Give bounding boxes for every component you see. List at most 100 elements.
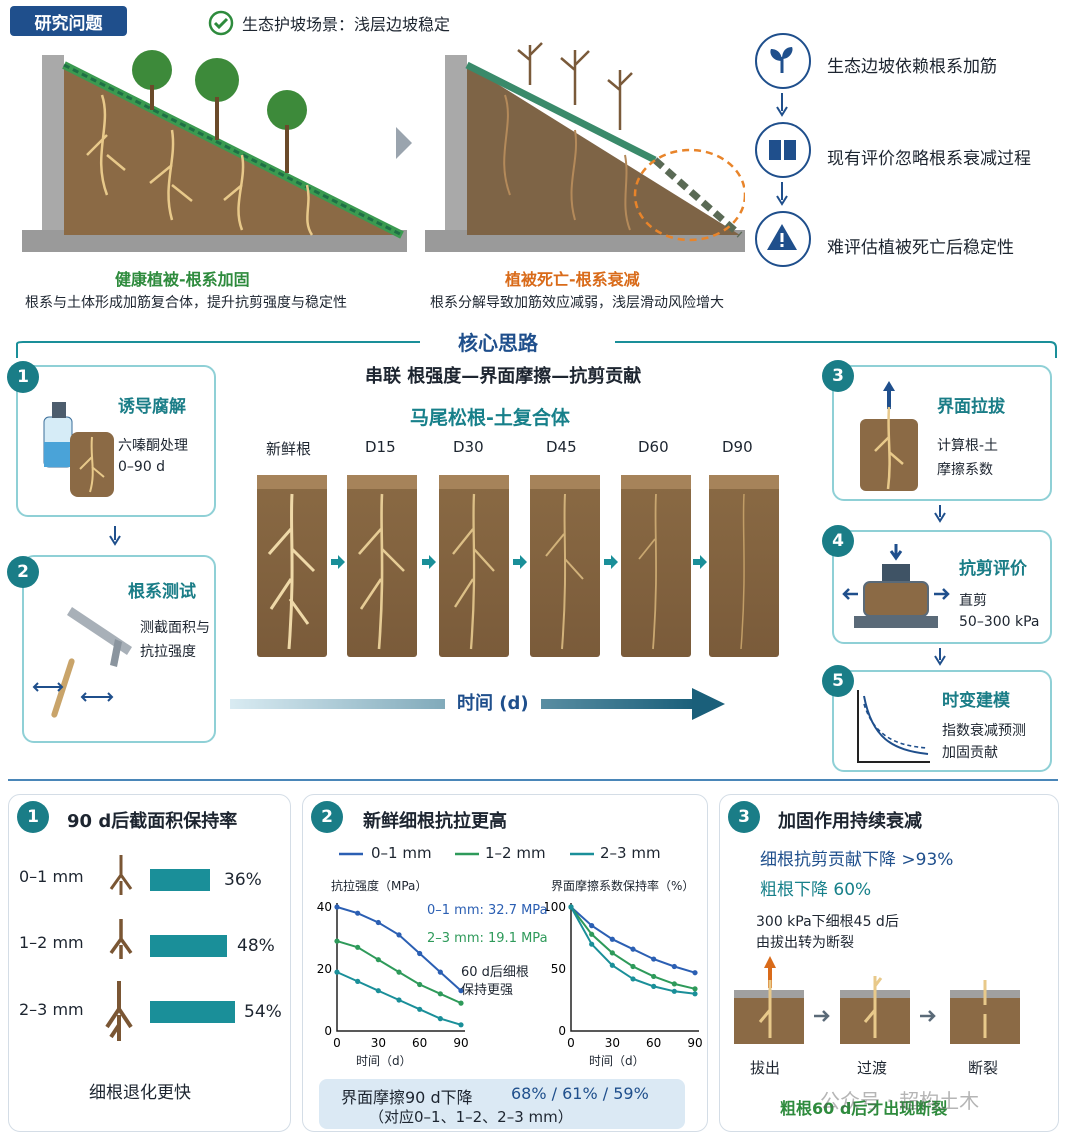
data-point xyxy=(396,997,402,1003)
data-point xyxy=(630,963,636,970)
finding-2-title: 新鲜细根抗拉更高 xyxy=(363,811,507,832)
step-2-badge: 2 xyxy=(7,556,39,588)
finding-3-panel: 3 加固作用持续衰减 细根抗剪贡献下降 >93% 粗根下降 60% 300 kP… xyxy=(719,794,1059,1132)
column-label: D45 xyxy=(546,438,577,456)
healthy-title: 健康植被-根系加固 xyxy=(115,270,250,289)
dead-desc: 根系分解导致加筋效应减弱，浅层滑动风险增大 xyxy=(430,295,724,311)
data-point xyxy=(375,988,381,994)
data-point xyxy=(651,956,657,962)
finding-3-note-2: 由拔出转为断裂 xyxy=(756,935,854,951)
step-5-title: 时变建模 xyxy=(942,691,1010,711)
problem-3-text: 难评估植被死亡后稳定性 xyxy=(827,238,1014,258)
soil-sample-icon xyxy=(70,432,114,497)
arrow-down-icon xyxy=(776,93,788,117)
arrow-right-icon xyxy=(693,555,707,569)
row-value: 54% xyxy=(244,1002,282,1022)
data-point xyxy=(417,981,423,988)
stage-label: 拔出 xyxy=(750,1059,781,1077)
soil-column xyxy=(439,475,509,657)
arrow-right-icon xyxy=(331,555,345,569)
data-point xyxy=(334,938,340,944)
core-frame-line xyxy=(16,341,1057,358)
data-point xyxy=(609,950,615,956)
annotation-note-1: 60 d后细根 xyxy=(461,965,529,980)
x-tick-label: 90 xyxy=(687,1036,702,1050)
stage-label: 断裂 xyxy=(968,1059,999,1077)
column-label: 新鲜根 xyxy=(266,440,312,458)
data-point xyxy=(671,981,677,987)
soil-column xyxy=(347,475,417,657)
arrow-right-icon xyxy=(513,555,527,569)
axis-line xyxy=(336,903,465,1032)
scene-header: 生态护坡场景：浅层边坡稳定 xyxy=(208,10,450,36)
retention-bar xyxy=(150,869,210,891)
data-point xyxy=(609,936,615,942)
root-icon xyxy=(105,981,133,1041)
annotation-fine-root: 0–1 mm: 32.7 MPa xyxy=(427,903,548,918)
root-icon xyxy=(109,855,133,895)
step-5-line-2: 加固贡献 xyxy=(942,745,998,761)
dead-slope-illustration xyxy=(425,42,745,252)
decay-curve-icon xyxy=(857,690,930,763)
chart-1-xlabel: 时间（d） xyxy=(356,1054,412,1068)
data-point xyxy=(437,991,443,997)
data-point xyxy=(651,973,657,980)
sprout-icon xyxy=(770,47,793,73)
finding-3-note-1: 300 kPa下细根45 d后 xyxy=(756,914,899,930)
x-tick-label: 60 xyxy=(646,1036,661,1050)
row-label: 1–2 mm xyxy=(19,933,84,952)
y-tick-label: 0 xyxy=(558,1024,566,1038)
problem-1-icon-wrap xyxy=(755,33,811,89)
legend-label: 1–2 mm xyxy=(485,844,546,862)
soil-column xyxy=(530,475,600,657)
finding-1-badge: 1 xyxy=(17,801,49,833)
finding-2-badge: 2 xyxy=(311,801,343,833)
watermark: 公众号 · 超构土木 xyxy=(820,1089,980,1113)
core-title: 核心思路 xyxy=(458,331,538,355)
stage-label: 过渡 xyxy=(857,1059,888,1077)
finding-1-note: 细根退化更快 xyxy=(89,1083,191,1103)
soil-column xyxy=(709,475,779,657)
data-point xyxy=(692,991,698,997)
data-point xyxy=(375,957,381,963)
x-tick-label: 30 xyxy=(371,1036,386,1050)
retention-bar xyxy=(150,1001,235,1023)
data-point xyxy=(458,1022,464,1028)
step-2-line-1: 测截面积与 xyxy=(140,620,210,636)
y-tick-label: 40 xyxy=(317,900,332,914)
friction-summary-label: 界面摩擦90 d下降 xyxy=(341,1088,473,1107)
retention-bar xyxy=(150,935,227,957)
data-point xyxy=(417,1006,423,1012)
data-point xyxy=(589,941,595,947)
step-2-card: 根系测试 测截面积与 抗拉强度 xyxy=(22,555,216,743)
x-tick-label: 30 xyxy=(605,1036,620,1050)
soil-column xyxy=(257,475,327,657)
step-3-title: 界面拉拔 xyxy=(937,397,1005,417)
failure-mode-illustration xyxy=(734,956,1020,1044)
x-tick-label: 60 xyxy=(412,1036,427,1050)
step-3-line-1: 计算根-土 xyxy=(937,438,999,454)
step-4-card: 抗剪评价 直剪 50–300 kPa xyxy=(832,530,1052,644)
legend-swatch xyxy=(339,852,363,856)
arrow-down-icon xyxy=(776,182,788,206)
arrow-right-icon xyxy=(604,555,618,569)
research-tag: 研究问题 xyxy=(10,6,127,36)
chart-2-xlabel: 时间（d） xyxy=(589,1054,645,1068)
row-label: 2–3 mm xyxy=(19,1000,84,1019)
step-2-line-2: 抗拉强度 xyxy=(140,644,196,660)
column-label: D90 xyxy=(722,438,753,456)
section-divider xyxy=(8,779,1058,781)
step-4-title: 抗剪评价 xyxy=(959,559,1027,579)
decay-columns: 新鲜根 D15 D30 D45 D60 D90 xyxy=(252,435,832,675)
step-1-line-1: 六嗪酮处理 xyxy=(118,438,188,454)
legend-label: 0–1 mm xyxy=(371,844,432,862)
data-point xyxy=(355,910,361,916)
arrow-right-icon xyxy=(396,127,412,159)
healthy-desc: 根系与土体形成加筋复合体，提升抗剪强度与稳定性 xyxy=(25,295,347,311)
finding-2-panel: 2 新鲜细根抗拉更高 0–1 mm 1–2 mm 2–3 mm 抗拉强度（MPa… xyxy=(302,794,708,1132)
dead-title: 植被死亡-根系衰减 xyxy=(505,270,640,289)
chart-1-ylabel: 抗拉强度（MPa） xyxy=(331,879,428,893)
finding-1-title: 90 d后截面积保持率 xyxy=(67,811,238,832)
legend-swatch xyxy=(570,852,594,856)
